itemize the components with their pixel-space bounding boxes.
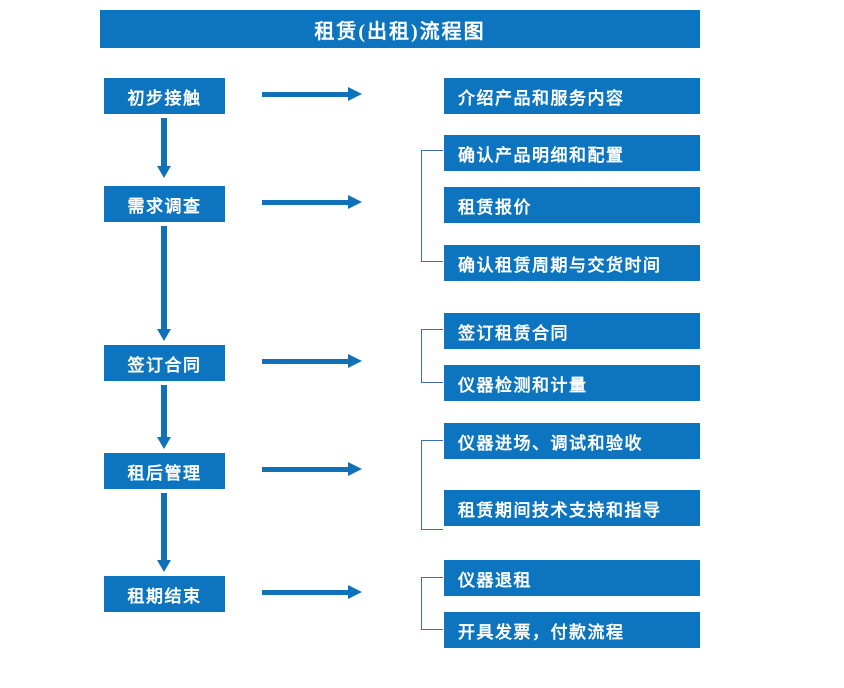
arrow-head [348, 195, 362, 209]
arrow-shaft [161, 118, 167, 166]
arrow-shaft [161, 226, 167, 329]
arrow-shaft [262, 200, 350, 205]
down-arrow-icon-contact-to-survey [157, 118, 171, 178]
arrow-head [157, 329, 171, 341]
arrow-shaft [262, 467, 350, 472]
right-arrow-icon-initial-contact [262, 87, 362, 101]
arrow-head [348, 354, 362, 368]
right-arrow-icon-sign-contract [262, 354, 362, 368]
arrow-shaft [262, 92, 350, 97]
arrow-shaft [161, 385, 167, 437]
arrow-head [157, 437, 171, 449]
right-arrow-icon-needs-survey [262, 195, 362, 209]
detail-box-confirm-spec[interactable]: 确认产品明细和配置 [444, 135, 700, 171]
arrow-shaft [161, 493, 167, 560]
detail-box-instrument-return[interactable]: 仪器退租 [444, 560, 700, 596]
detail-box-sign-rental-contract[interactable]: 签订租赁合同 [444, 313, 700, 349]
arrow-head [348, 462, 362, 476]
detail-box-introduce-products[interactable]: 介绍产品和服务内容 [444, 78, 700, 114]
right-arrow-icon-post-rent-management [262, 462, 362, 476]
group-bracket-needs-survey [421, 150, 443, 262]
group-bracket-sign-contract [421, 329, 443, 383]
group-bracket-rental-end [421, 577, 443, 630]
detail-box-instrument-entry[interactable]: 仪器进场、调试和验收 [444, 423, 700, 459]
arrow-head [157, 560, 171, 572]
arrow-head [348, 585, 362, 599]
flowchart-title-bar: 租赁(出租)流程图 [100, 10, 700, 48]
arrow-head [157, 166, 171, 178]
stage-box-post-rent-management[interactable]: 租后管理 [104, 453, 225, 489]
arrow-shaft [262, 359, 350, 364]
stage-box-needs-survey[interactable]: 需求调查 [104, 186, 225, 222]
detail-box-confirm-period[interactable]: 确认租赁周期与交货时间 [444, 245, 700, 281]
arrow-head [348, 87, 362, 101]
detail-box-rental-quote[interactable]: 租赁报价 [444, 187, 700, 223]
down-arrow-icon-management-to-end [157, 493, 171, 572]
group-bracket-post-rent-management [421, 440, 443, 530]
stage-box-sign-contract[interactable]: 签订合同 [104, 345, 225, 381]
right-arrow-icon-rental-end [262, 585, 362, 599]
arrow-shaft [262, 590, 350, 595]
detail-box-instrument-test[interactable]: 仪器检测和计量 [444, 365, 700, 401]
down-arrow-icon-contract-to-management [157, 385, 171, 449]
stage-box-rental-end[interactable]: 租期结束 [104, 576, 225, 612]
detail-box-tech-support[interactable]: 租赁期间技术支持和指导 [444, 490, 700, 526]
down-arrow-icon-survey-to-contract [157, 226, 171, 341]
stage-box-initial-contact[interactable]: 初步接触 [104, 78, 225, 114]
detail-box-invoice-payment[interactable]: 开具发票，付款流程 [444, 612, 700, 648]
